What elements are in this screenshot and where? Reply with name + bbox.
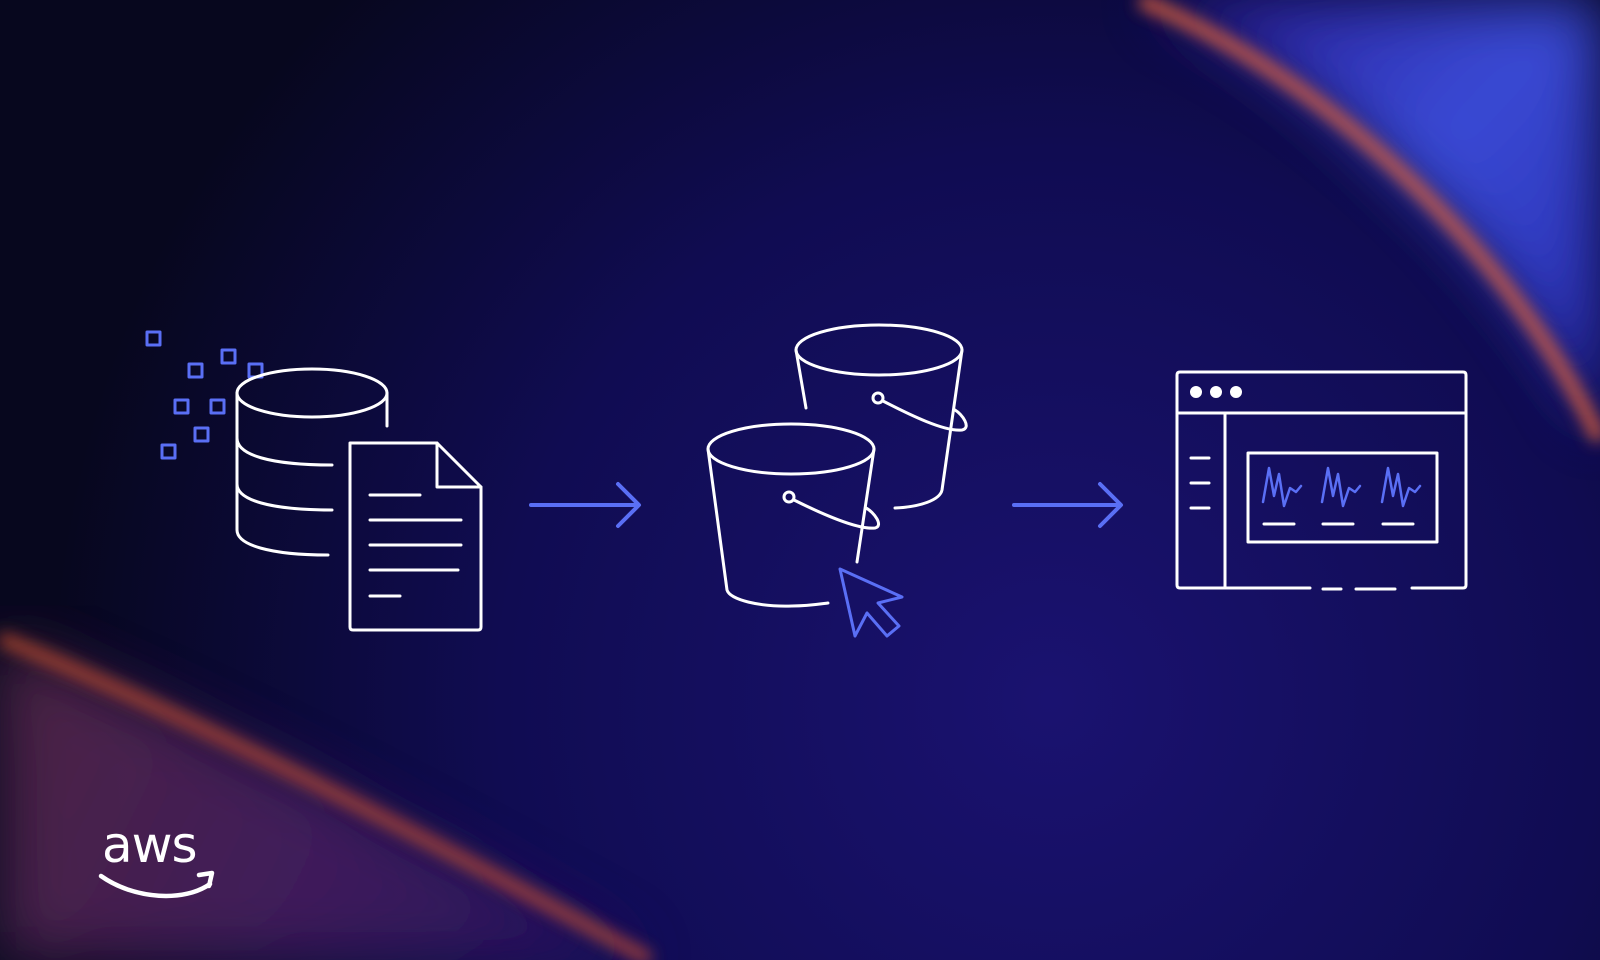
cursor-icon — [838, 567, 904, 638]
aws-logo-text: aws — [102, 816, 197, 874]
bucket-back-icon — [794, 323, 968, 510]
aws-smile-icon — [98, 873, 213, 899]
waveform-icon — [1261, 466, 1422, 508]
s3-buckets-icon — [706, 323, 968, 638]
bottom-left-glow-edge — [0, 632, 653, 960]
top-right-glow-edge — [1137, 0, 1600, 443]
database-icon — [235, 367, 389, 557]
aws-logo: aws — [98, 816, 215, 899]
dashboard-window-icon — [1175, 370, 1468, 591]
database-document-icon — [145, 330, 483, 632]
data-squares-icon — [145, 330, 264, 460]
arrow-right-icon — [1012, 482, 1123, 528]
document-icon — [348, 441, 483, 632]
bucket-front-icon — [706, 422, 881, 608]
arrow-right-icon — [529, 482, 641, 528]
